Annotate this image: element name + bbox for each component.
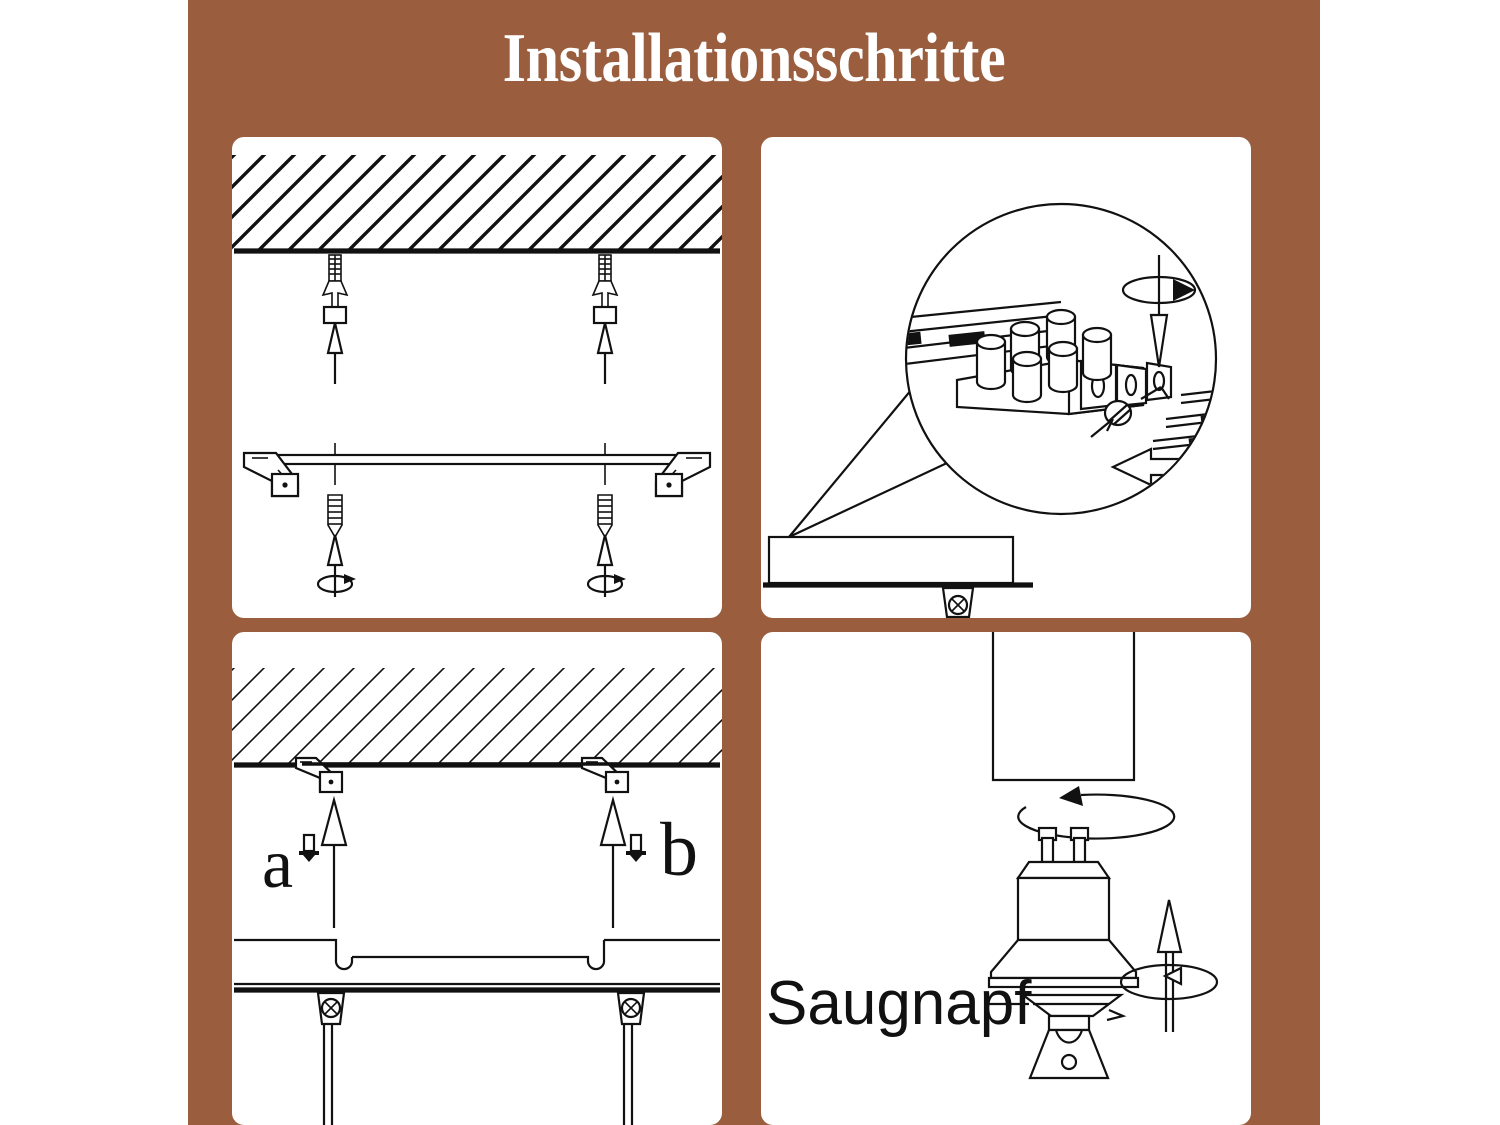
wall-anchor-right (591, 254, 619, 325)
screw-icon-b (626, 833, 646, 862)
panel-wiring-detail (761, 137, 1251, 618)
tighten-arrow-right (586, 534, 626, 597)
set-screw-right (616, 991, 646, 1125)
insert-arrow-right (596, 322, 614, 384)
lift-arrow-right (599, 795, 627, 928)
wall-anchor-left (321, 254, 349, 325)
fixture-housing (763, 535, 1033, 618)
panel-ceiling-anchors (232, 137, 722, 618)
fixture-body (234, 982, 720, 1125)
suction-cup-tool (1019, 993, 1127, 1080)
label-b: b (660, 808, 698, 892)
poster-background: Installationsschritte (188, 0, 1320, 1125)
page-title: Installationsschritte (502, 20, 1006, 97)
tighten-arrow-left (316, 534, 356, 597)
screw-left (327, 494, 343, 539)
label-a: a (262, 826, 293, 903)
bracket-left (294, 756, 344, 794)
set-screw-left (316, 991, 346, 1125)
insert-arrow-left (326, 322, 344, 384)
hatched-ceiling (232, 155, 722, 254)
twist-rotation-arrow (1017, 786, 1176, 840)
screw-icon-a (299, 833, 319, 862)
push-rotate-arrow (1119, 899, 1219, 1032)
panel-lamp-insert: Saugnapf (761, 632, 1251, 1125)
gu10-lamp (987, 826, 1140, 989)
fixture-plate-with-hooks (234, 938, 720, 971)
housing-set-screw (947, 594, 969, 616)
fixture-tube (991, 632, 1136, 782)
terminal-screws (975, 308, 1113, 404)
panel-fixture-lift: a b (232, 632, 722, 1125)
mounting-bracket-bar (242, 443, 712, 498)
screw-right (597, 494, 613, 539)
callout-saugnapf: Saugnapf (766, 969, 1032, 1038)
bracket-right (580, 756, 630, 794)
screwdriver-rotation-arrow (1121, 255, 1197, 368)
lift-arrow-left (320, 795, 348, 928)
